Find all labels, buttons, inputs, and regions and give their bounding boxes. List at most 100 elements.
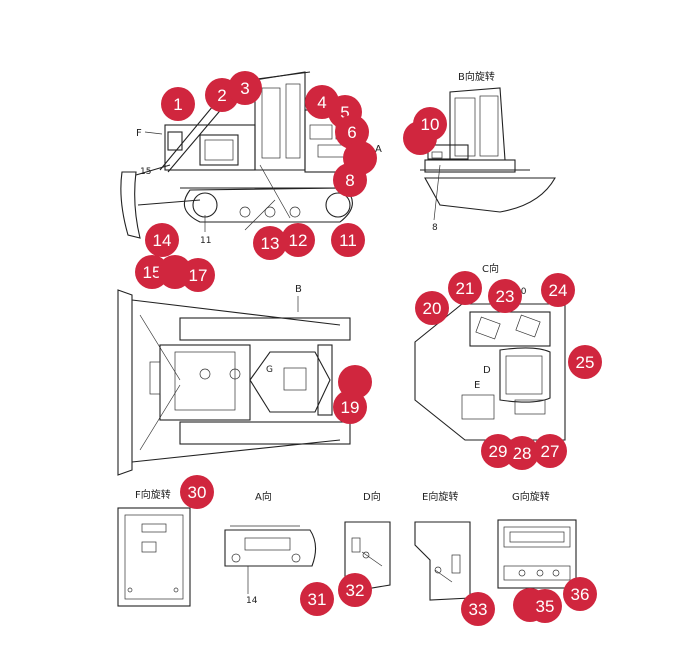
callout-number: 28 <box>513 444 532 463</box>
callout-circle <box>333 390 367 424</box>
d-view-drawing <box>344 521 391 591</box>
label-g-marker: G <box>266 365 273 375</box>
callout-circle <box>568 345 602 379</box>
callout-24: 24 <box>541 273 575 307</box>
f-view-drawing <box>117 507 191 607</box>
callout-32: 32 <box>338 573 372 607</box>
view-title-a: A向 <box>255 490 272 503</box>
callout-circle <box>181 258 215 292</box>
callout-circle <box>448 271 482 305</box>
callout-number: 30 <box>188 483 207 502</box>
callout-circle <box>488 279 522 313</box>
callout-circle <box>253 226 287 260</box>
view-title-f-rot: F向旋转 <box>135 488 171 501</box>
callout-circle <box>481 434 515 468</box>
view-title-e-rot: E向旋转 <box>422 490 458 503</box>
callout-number: 4 <box>317 93 326 112</box>
ref-8: 8 <box>432 223 438 233</box>
callout-circle <box>333 163 367 197</box>
callout-33: 33 <box>461 592 495 626</box>
callout-12: 12 <box>281 223 315 257</box>
callout-36: 36 <box>563 577 597 611</box>
callout-number: 35 <box>536 597 555 616</box>
callout-number: 32 <box>346 581 365 600</box>
callout-10: 10 <box>413 107 447 141</box>
view-title-c: C向 <box>482 262 499 275</box>
callout-circle <box>338 573 372 607</box>
callout-circle <box>145 223 179 257</box>
callout-number: 17 <box>189 266 208 285</box>
side-view-drawing <box>120 71 373 239</box>
label-a-marker: A <box>375 144 382 155</box>
callout-20: 20 <box>415 291 449 325</box>
ref-11: 11 <box>200 236 211 246</box>
callout-number: 8 <box>345 171 354 190</box>
callout-circle <box>541 273 575 307</box>
top-view-drawing <box>117 289 351 476</box>
callout-19: 19 <box>333 390 367 424</box>
callout-23: 23 <box>488 279 522 313</box>
b-view-drawing <box>420 87 556 213</box>
callout-circle <box>281 223 315 257</box>
callout-30: 30 <box>180 475 214 509</box>
callout-circle <box>228 71 262 105</box>
label-e-marker: E <box>474 380 480 391</box>
callout-8: 8 <box>333 163 367 197</box>
view-title-d: D向 <box>363 490 381 503</box>
a-view-drawing <box>224 525 317 567</box>
callout-circle <box>533 434 567 468</box>
callout-number: 23 <box>496 287 515 306</box>
callout-number: 13 <box>261 234 280 253</box>
g-view-drawing <box>497 519 577 589</box>
callout-6: 6 <box>335 115 369 149</box>
callout-circle <box>563 577 597 611</box>
label-d-marker: D <box>483 365 491 376</box>
callout-number: 10 <box>421 115 440 134</box>
callout-number: 36 <box>571 585 590 604</box>
callout-number: 19 <box>341 398 360 417</box>
callout-number: 21 <box>456 279 475 298</box>
ref-15: 15 <box>140 167 151 177</box>
view-title-b-rot: B向旋转 <box>458 70 495 83</box>
callout-number: 5 <box>340 103 349 122</box>
callout-circle <box>335 115 369 149</box>
callout-circle <box>461 592 495 626</box>
callout-31: 31 <box>300 582 334 616</box>
callout-35: 35 <box>528 589 562 623</box>
callout-number: 33 <box>469 600 488 619</box>
callout-circle <box>180 475 214 509</box>
callout-11: 11 <box>331 223 365 257</box>
view-title-g-rot: G向旋转 <box>512 490 550 503</box>
callout-circle <box>415 291 449 325</box>
callout-number: 20 <box>423 299 442 318</box>
callout-number: 31 <box>308 590 327 609</box>
callout-circle <box>528 589 562 623</box>
callout-27: 27 <box>533 434 567 468</box>
callout-29: 29 <box>481 434 515 468</box>
callout-circle <box>300 582 334 616</box>
callout-number: 15 <box>143 263 162 282</box>
callout-13: 13 <box>253 226 287 260</box>
callout-number: 1 <box>173 95 182 114</box>
callout-3: 3 <box>228 71 262 105</box>
callout-25: 25 <box>568 345 602 379</box>
callout-number: 14 <box>153 231 172 250</box>
callout-number: 11 <box>339 231 357 250</box>
callout-number: 12 <box>289 231 308 250</box>
callout-circle <box>331 223 365 257</box>
callout-number: 2 <box>217 86 226 105</box>
callout-circle <box>413 107 447 141</box>
ref-14: 14 <box>246 596 258 606</box>
callout-number: 29 <box>489 442 508 461</box>
callout-1: 1 <box>161 87 195 121</box>
callout-14: 14 <box>145 223 179 257</box>
e-view-drawing <box>414 521 471 601</box>
label-f-marker: F <box>136 128 142 139</box>
label-b-marker: B <box>295 284 302 295</box>
callout-circle <box>161 87 195 121</box>
callout-number: 6 <box>347 123 356 142</box>
callout-number: 27 <box>541 442 560 461</box>
callout-number: 24 <box>549 281 568 300</box>
